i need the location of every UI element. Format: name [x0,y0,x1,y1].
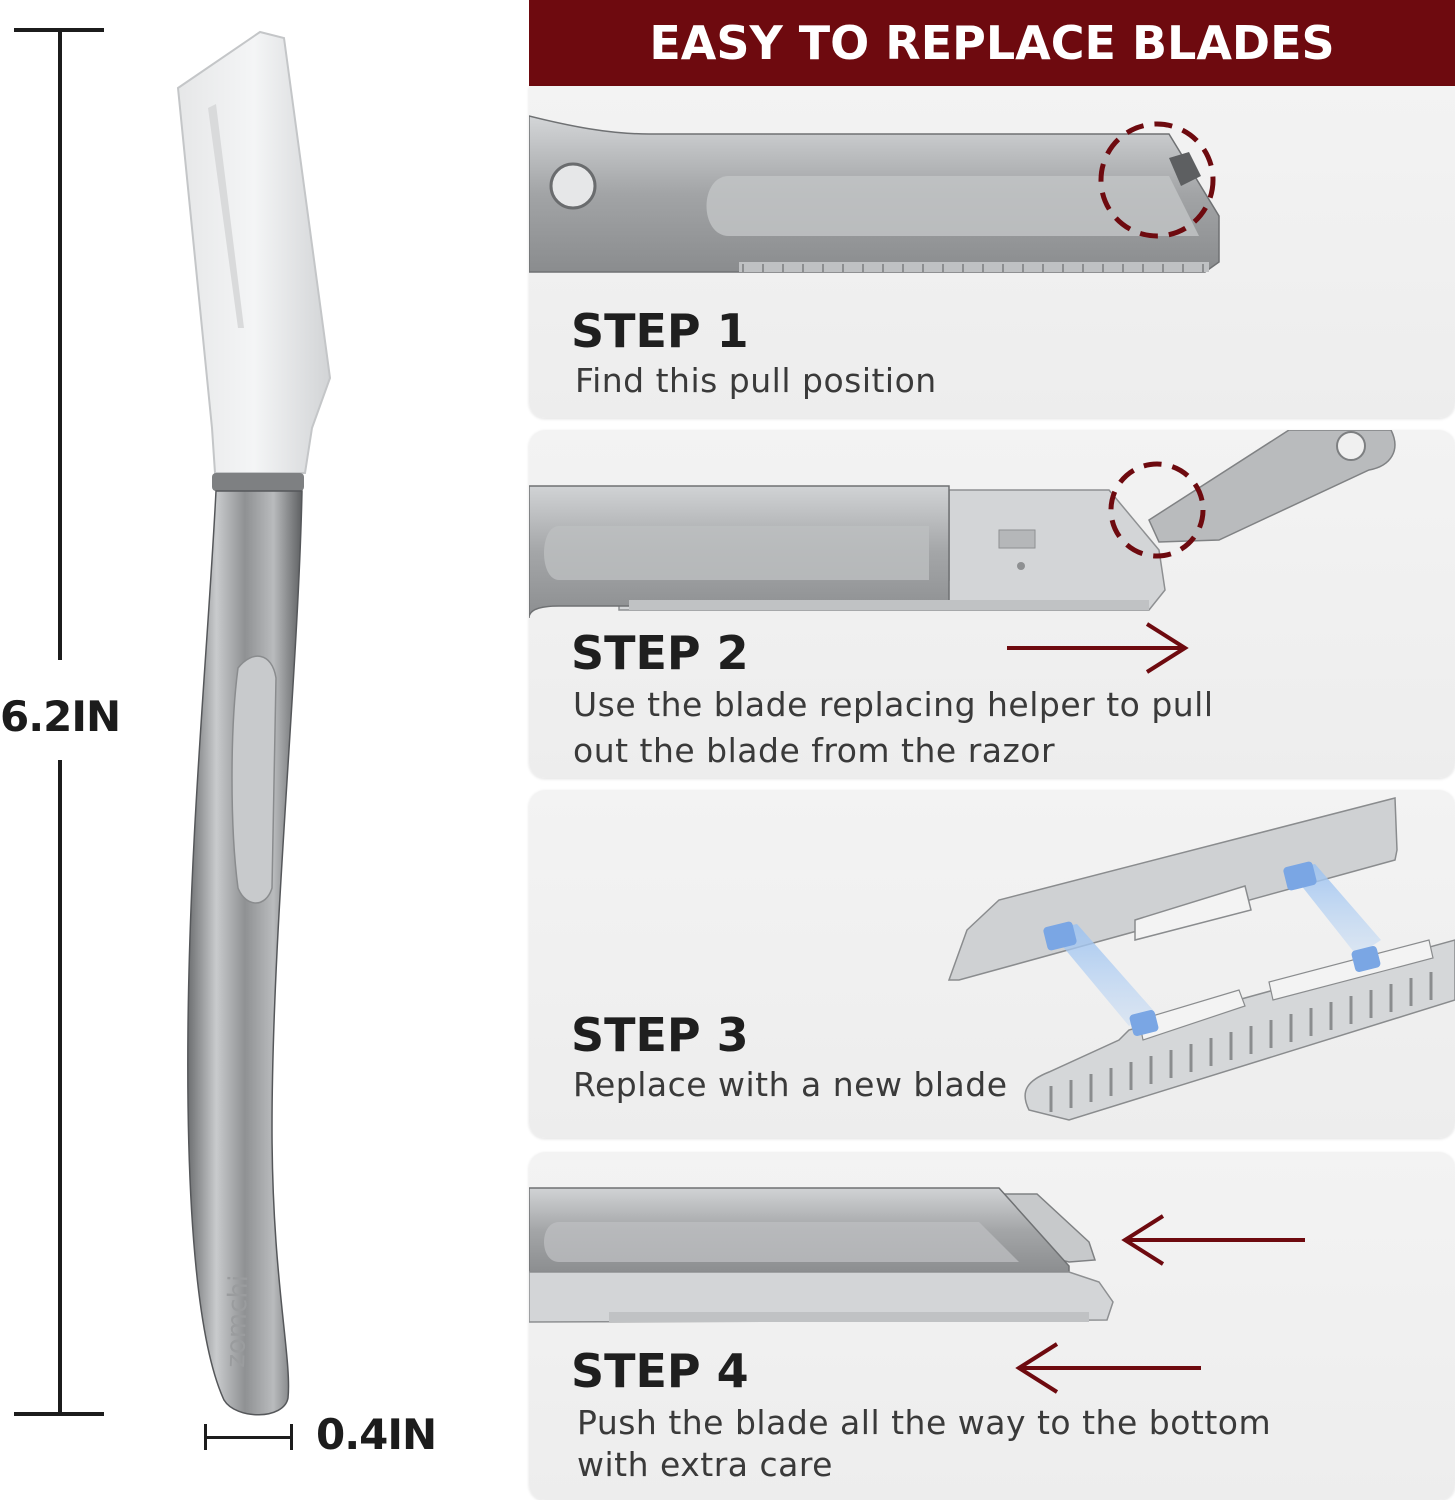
step-2-card: STEP 2 Use the blade replacing helper to… [529,430,1455,778]
step-2-illustration [529,430,1396,674]
razor-image: zomchi [160,28,340,1428]
step-4-illustration [529,1187,1305,1394]
step-1-card: STEP 1 Find this pull position [529,86,1455,418]
banner-title: EASY TO REPLACE BLADES [529,0,1455,86]
width-label: 0.4IN [316,1410,437,1459]
height-label: 6.2IN [0,692,121,741]
width-dimension-line [205,1436,293,1439]
width-dimension-cap-right [290,1424,293,1450]
step-2-title: STEP 2 [571,626,749,680]
step-3-illustration [947,797,1455,1121]
step-2-description-line-1: Use the blade replacing helper to pull [573,685,1214,724]
height-dimension-gap [40,660,80,760]
step-4-title: STEP 4 [571,1344,749,1398]
width-dimension-cap-left [204,1424,207,1450]
height-dimension-cap-top [14,28,104,32]
brand-mark: zomchi [221,1274,254,1368]
height-dimension-cap-bottom [14,1412,104,1416]
step-4-description-line-1: Push the blade all the way to the bottom [577,1403,1272,1442]
step-2-description-line-2: out the blade from the razor [573,731,1056,770]
step-1-illustration [529,115,1220,273]
step-1-title: STEP 1 [571,304,749,358]
step-4-description-line-2: with extra care [577,1445,833,1484]
step-4-card: STEP 4 Push the blade all the way to the… [529,1152,1455,1500]
step-1-description: Find this pull position [575,361,937,400]
step-3-description: Replace with a new blade [573,1065,1008,1104]
step-3-card: STEP 3 Replace with a new blade [529,790,1455,1138]
step-3-title: STEP 3 [571,1008,749,1062]
